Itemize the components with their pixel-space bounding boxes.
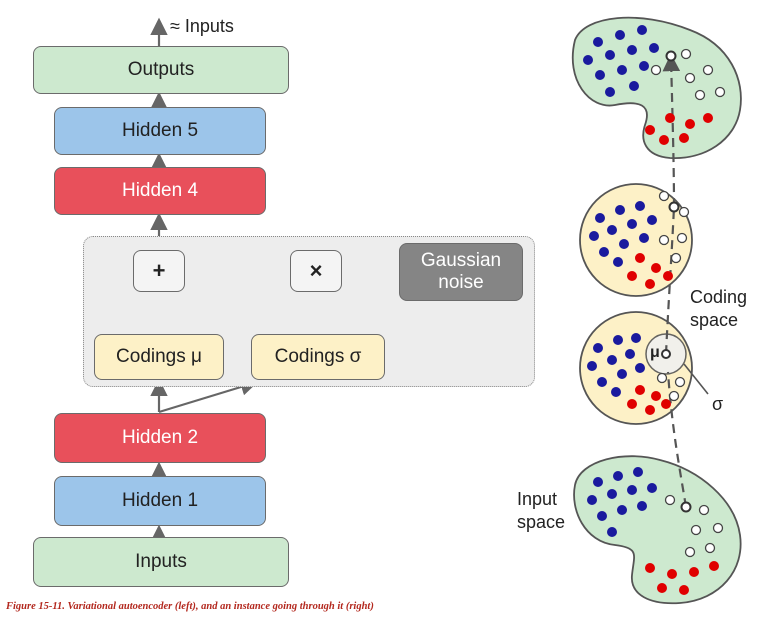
output-space-blob xyxy=(571,16,742,159)
coding-upper-blue-dots xyxy=(589,201,657,267)
coding-lower-red-dots xyxy=(627,385,671,415)
gaussian-noise-label: Gaussian noise xyxy=(420,250,502,293)
inputs-layer: Inputs xyxy=(33,537,289,587)
coding-upper-white-dots xyxy=(658,190,690,264)
hidden1-layer: Hidden 1 xyxy=(54,476,266,526)
coding-lower-blue-dots xyxy=(587,333,645,397)
outputs-layer: Outputs xyxy=(33,46,289,94)
times-operator: × xyxy=(290,250,342,292)
input-red-dots xyxy=(645,561,719,595)
hidden5-layer: Hidden 5 xyxy=(54,107,266,155)
arrow-h2-to-sigma xyxy=(158,378,259,414)
hidden4-layer: Hidden 4 xyxy=(54,167,266,215)
codings-sigma-box: Codings σ xyxy=(251,334,385,380)
sigma-symbol: σ xyxy=(712,394,724,414)
output-red-dots xyxy=(645,113,713,145)
coding-lower-instance-point xyxy=(661,349,671,359)
output-blue-dots xyxy=(583,25,659,97)
mu-symbol: μ xyxy=(650,344,660,361)
gaussian-noise-box: Gaussian noise xyxy=(399,243,523,301)
plus-operator: + xyxy=(133,250,185,292)
coding-lower-white-dots xyxy=(656,372,686,402)
coding-space-label: Coding space xyxy=(690,287,748,331)
coding-space-circle-upper xyxy=(579,183,693,297)
output-white-dots xyxy=(650,48,726,101)
coding-upper-red-dots xyxy=(627,253,673,289)
sigma-pointer-line xyxy=(683,363,709,395)
figure-caption: Figure 15-11. Variational autoencoder (l… xyxy=(6,601,374,612)
output-instance-point xyxy=(665,50,677,62)
input-instance-point xyxy=(680,501,692,513)
hidden2-layer: Hidden 2 xyxy=(54,413,266,463)
approx-inputs-label: ≈ Inputs xyxy=(170,16,234,36)
input-blue-dots xyxy=(587,467,657,537)
coding-upper-instance-point xyxy=(668,201,680,213)
input-space-label: Input space xyxy=(517,489,566,533)
instance-path-dashed xyxy=(666,58,688,508)
input-white-dots xyxy=(664,494,724,558)
codings-mu-box: Codings μ xyxy=(94,334,224,380)
